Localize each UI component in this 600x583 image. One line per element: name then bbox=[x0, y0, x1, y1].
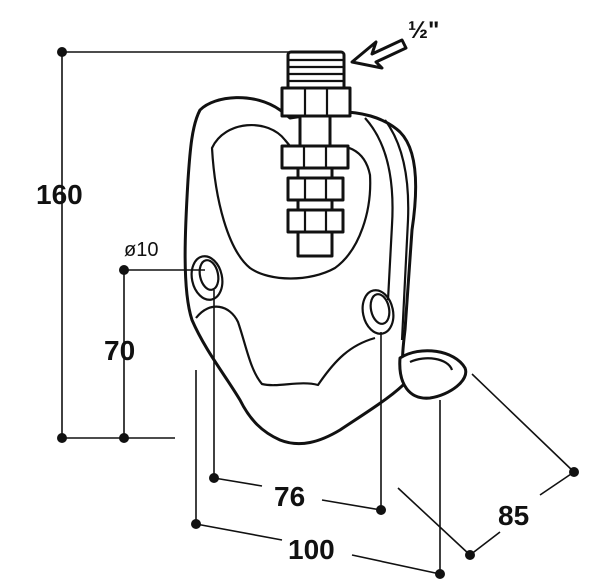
overall-height-label: 160 bbox=[36, 179, 83, 210]
hole-diameter-label: ø10 bbox=[124, 239, 158, 261]
dimension-depth: 85 bbox=[397, 373, 579, 560]
overall-width-label: 100 bbox=[288, 534, 335, 565]
hole-height-label: 70 bbox=[104, 335, 135, 366]
drinking-bowl-body bbox=[183, 96, 468, 446]
valve-fitting bbox=[280, 50, 352, 258]
dimension-hole-height: ø10 70 bbox=[104, 239, 205, 443]
dimension-hole-spacing: 76 bbox=[209, 290, 386, 515]
depth-label: 85 bbox=[498, 500, 529, 531]
dimension-overall-height: 160 bbox=[36, 47, 290, 443]
dimension-overall-width: 100 bbox=[191, 370, 445, 579]
thread-size-label: ½" bbox=[408, 17, 439, 44]
hole-spacing-label: 76 bbox=[274, 481, 305, 512]
thread-callout: ½" bbox=[350, 17, 439, 70]
